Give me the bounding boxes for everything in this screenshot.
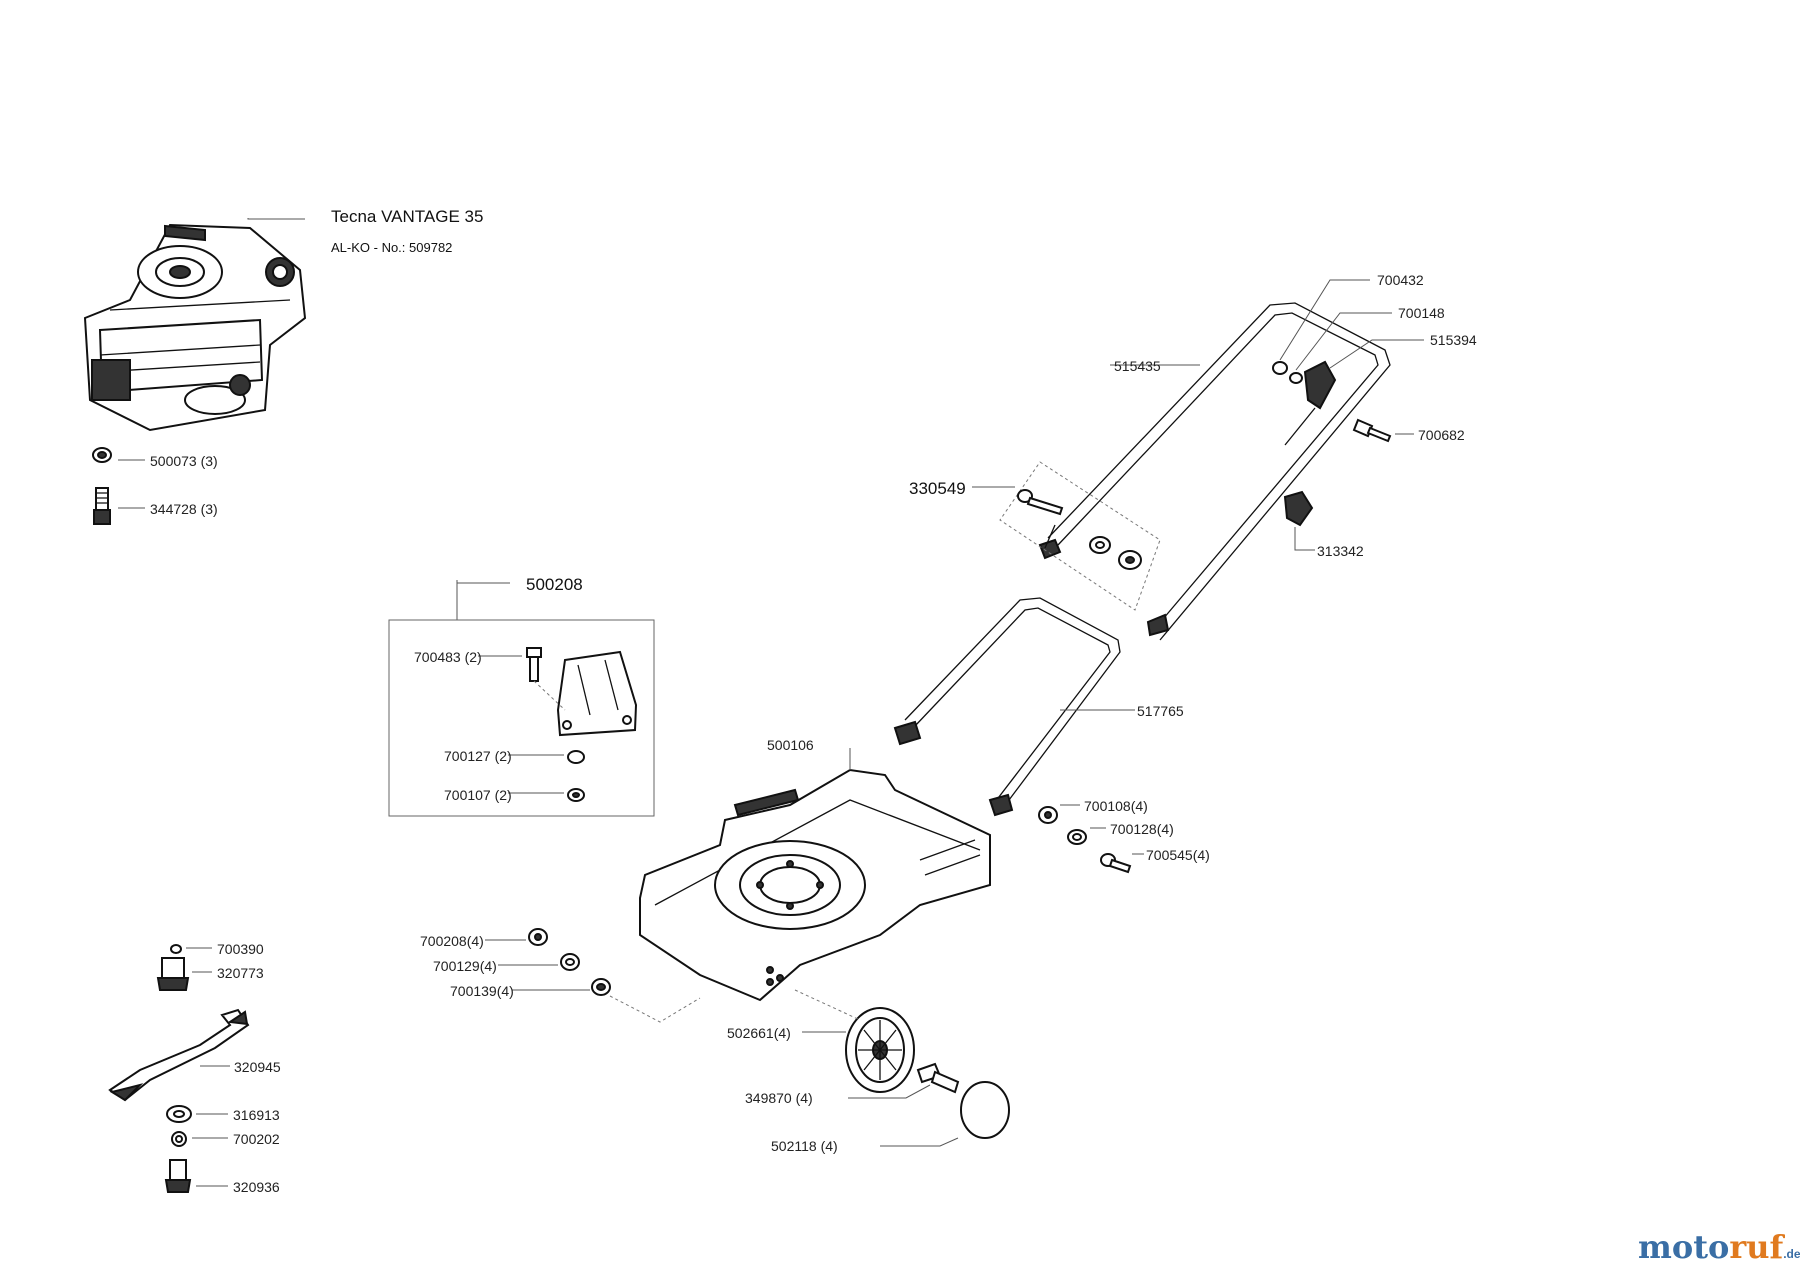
washer-icon xyxy=(1067,829,1087,845)
label-517765: 517765 xyxy=(1137,703,1184,719)
axle-bolt-icon xyxy=(916,1062,960,1094)
mower-blade-icon xyxy=(108,1008,250,1102)
engine-title: Tecna VANTAGE 35 xyxy=(331,207,483,226)
engine-illustration xyxy=(83,223,307,432)
motoruf-logo: motoruf.de xyxy=(1638,1228,1800,1266)
stud-bolt-icon xyxy=(93,487,111,525)
leader-engine xyxy=(247,218,305,220)
label-700432: 700432 xyxy=(1377,272,1424,288)
bolt-icon xyxy=(1100,853,1132,874)
washer-icon xyxy=(1089,536,1111,554)
label-502661: 502661(4) xyxy=(727,1025,791,1041)
label-515435: 515435 xyxy=(1114,358,1161,374)
cable-clip-icon xyxy=(1283,490,1314,527)
lower-handle-illustration xyxy=(893,597,1121,817)
label-700208: 700208(4) xyxy=(420,933,484,949)
bracket-icon xyxy=(556,650,638,737)
washer-icon xyxy=(1289,372,1303,384)
kit-box-500208 xyxy=(388,619,655,817)
label-344728: 344728 (3) xyxy=(150,501,218,517)
label-700139: 700139(4) xyxy=(450,983,514,999)
washer-icon xyxy=(591,978,611,996)
label-700545: 700545(4) xyxy=(1146,847,1210,863)
label-320936: 320936 xyxy=(233,1179,280,1195)
nut-icon xyxy=(1272,361,1288,375)
label-502118: 502118 (4) xyxy=(771,1138,838,1154)
label-700202: 700202 xyxy=(233,1131,280,1147)
washer-icon xyxy=(166,1105,192,1123)
label-320945: 320945 xyxy=(234,1059,281,1075)
wheel-illustration xyxy=(845,1007,915,1093)
bolt-icon xyxy=(1017,489,1064,516)
hub-cap-icon xyxy=(960,1081,1010,1139)
label-349870: 349870 (4) xyxy=(745,1090,813,1106)
label-700682: 700682 xyxy=(1418,427,1465,443)
washer-icon xyxy=(560,953,580,971)
label-700108: 700108(4) xyxy=(1084,798,1148,814)
kit-box-330549 xyxy=(999,461,1161,611)
nut-icon xyxy=(1118,550,1142,570)
mower-deck-illustration xyxy=(639,768,991,1002)
label-500073: 500073 (3) xyxy=(150,453,218,469)
star-washer-icon xyxy=(171,1131,187,1147)
label-320773: 320773 xyxy=(217,965,264,981)
label-700127: 700127 (2) xyxy=(444,748,512,764)
nut-icon xyxy=(528,928,548,946)
nut-icon xyxy=(92,447,112,463)
bolt-icon xyxy=(1352,418,1392,443)
label-700483: 700483 (2) xyxy=(414,649,482,665)
label-700107: 700107 (2) xyxy=(444,787,512,803)
nut-icon xyxy=(170,944,182,954)
label-313342: 313342 xyxy=(1317,543,1364,559)
engine-subtitle: AL-KO - No.: 509782 xyxy=(331,240,452,255)
label-500208: 500208 xyxy=(526,575,583,594)
blade-bolt-icon xyxy=(164,1159,192,1193)
label-515394: 515394 xyxy=(1430,332,1477,348)
label-330549: 330549 xyxy=(909,479,966,498)
throttle-lever-icon xyxy=(1284,360,1337,446)
nut-icon xyxy=(567,788,585,802)
label-500106: 500106 xyxy=(767,737,814,753)
washer-icon xyxy=(567,750,585,764)
label-700128: 700128(4) xyxy=(1110,821,1174,837)
label-700148: 700148 xyxy=(1398,305,1445,321)
upper-handle-illustration xyxy=(1038,302,1391,641)
label-700390: 700390 xyxy=(217,941,264,957)
blade-adapter-icon xyxy=(156,957,190,991)
bolt-icon xyxy=(526,647,542,682)
nut-icon xyxy=(1038,806,1058,824)
label-700129: 700129(4) xyxy=(433,958,497,974)
label-316913: 316913 xyxy=(233,1107,280,1123)
